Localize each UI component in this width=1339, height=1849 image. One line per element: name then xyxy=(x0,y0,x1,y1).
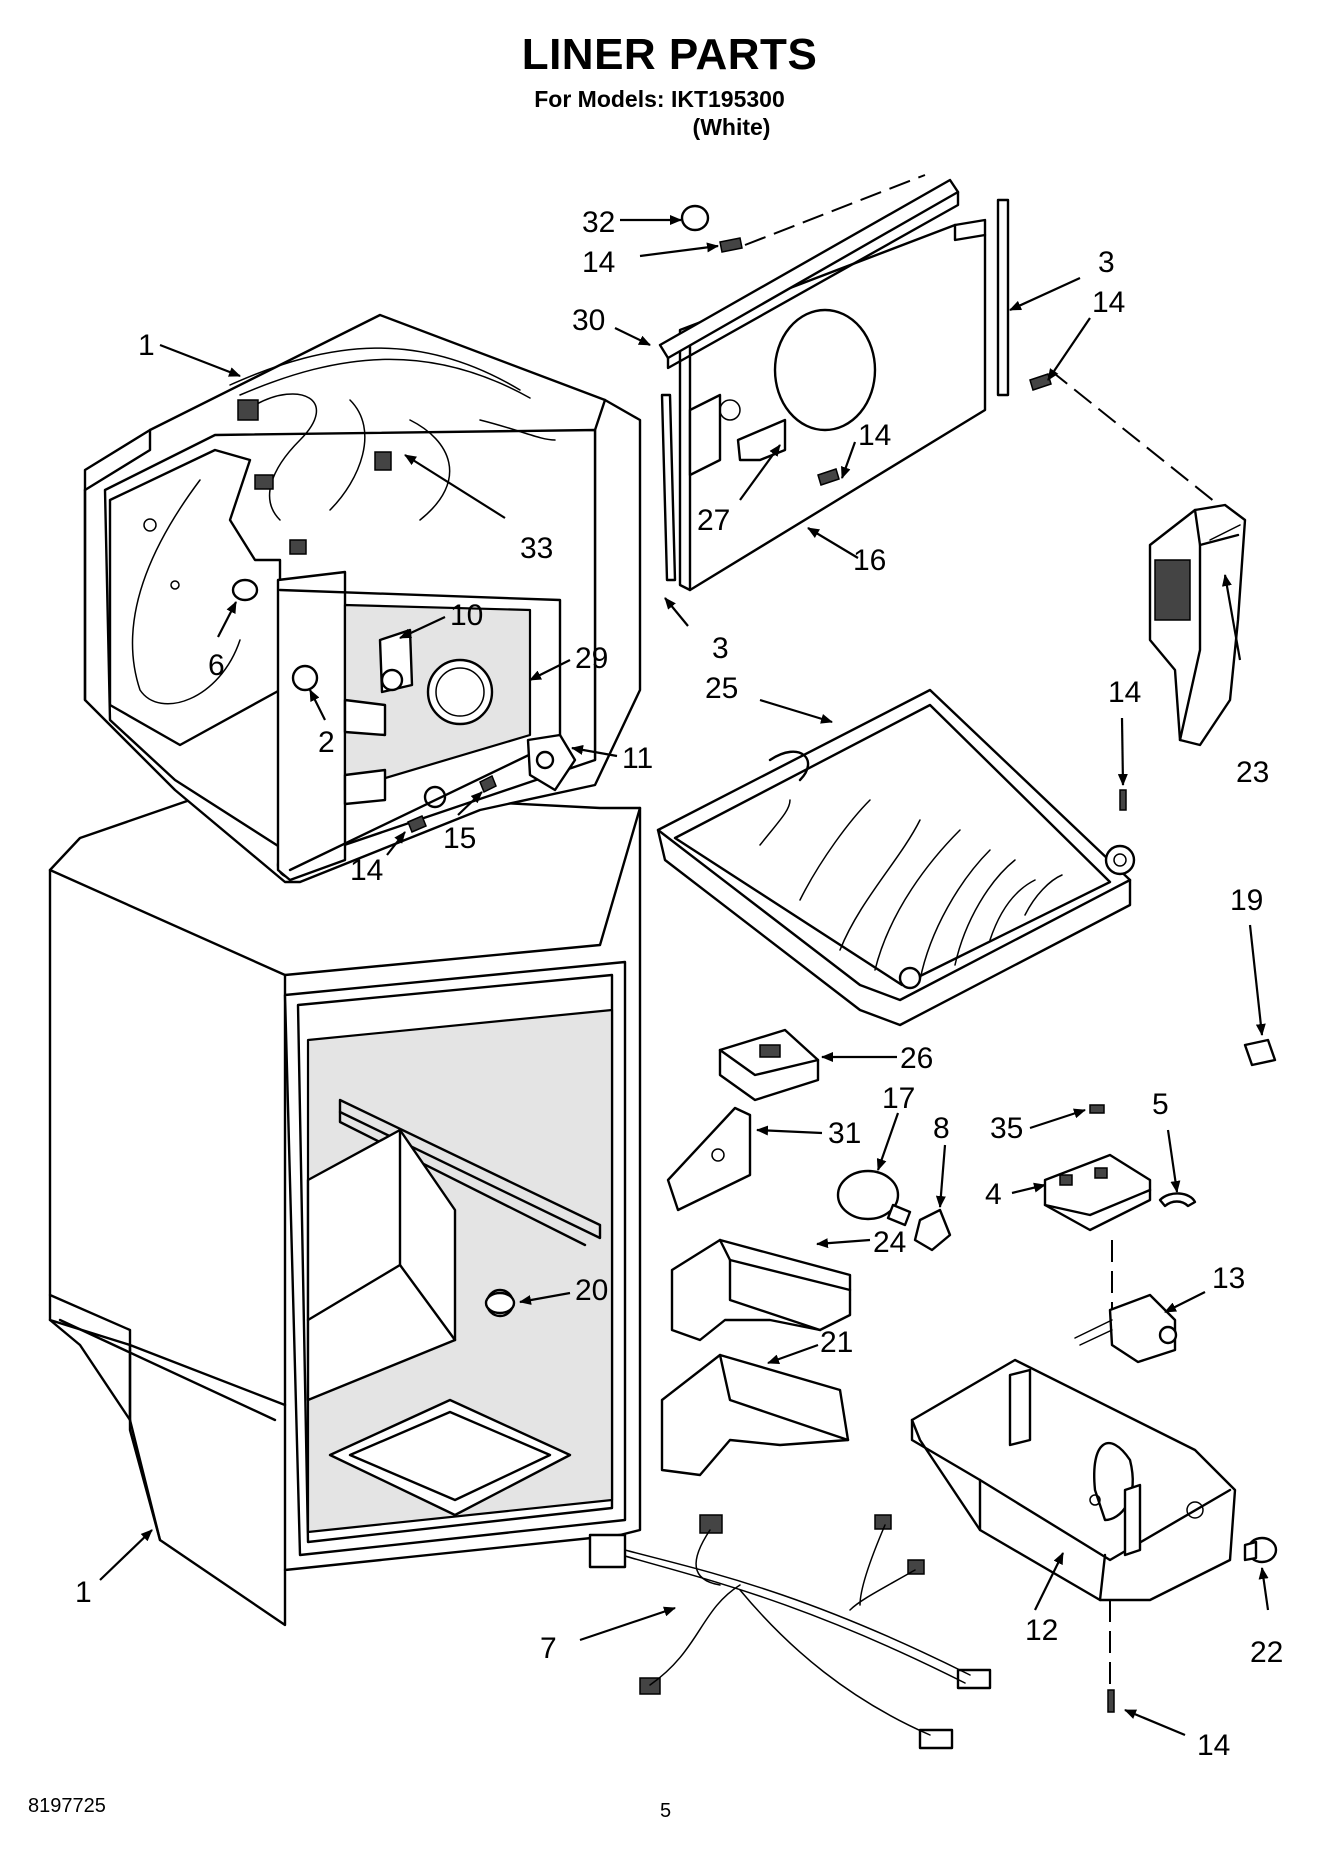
callout-3: 3 xyxy=(712,632,729,665)
callout-14: 14 xyxy=(858,419,891,452)
page-title: LINER PARTS xyxy=(521,30,818,79)
evaporator-cover xyxy=(658,178,1010,592)
small-parts xyxy=(231,204,1278,1750)
callout-26: 26 xyxy=(900,1042,933,1075)
callout-11: 11 xyxy=(622,742,653,775)
callout-6: 6 xyxy=(208,649,225,682)
callout-14: 14 xyxy=(350,854,383,887)
callout-33: 33 xyxy=(520,532,553,565)
callout-3: 3 xyxy=(1098,246,1115,279)
callout-13: 13 xyxy=(1212,1262,1245,1295)
callout-7: 7 xyxy=(540,1632,557,1665)
light-socket xyxy=(1043,1153,1197,1232)
callout-12: 12 xyxy=(1025,1614,1058,1647)
callout-29: 29 xyxy=(575,642,608,675)
callout-25: 25 xyxy=(705,672,738,705)
callout-14: 14 xyxy=(1108,676,1141,709)
air-duct xyxy=(1148,503,1247,747)
callout-19: 19 xyxy=(1230,884,1263,917)
page-number: 5 xyxy=(660,1800,672,1822)
callout-4: 4 xyxy=(985,1178,1002,1211)
assembly-lines xyxy=(744,174,1216,1685)
callout-27: 27 xyxy=(697,504,730,537)
callout-labels: 32 14 30 3 14 1 33 14 27 16 6 10 29 2 3 … xyxy=(75,206,1283,1762)
callout-14: 14 xyxy=(582,246,615,279)
color-line: (White) xyxy=(692,114,771,140)
callout-2: 2 xyxy=(318,726,335,759)
document-number: 8197725 xyxy=(28,1795,106,1817)
models-line: For Models: IKT195300 xyxy=(534,86,785,112)
callout-20: 20 xyxy=(575,1274,608,1307)
callout-21: 21 xyxy=(820,1326,853,1359)
callout-30: 30 xyxy=(572,304,605,337)
freezer-liner xyxy=(83,313,642,884)
callout-31: 31 xyxy=(828,1117,861,1150)
callout-16: 16 xyxy=(853,544,886,577)
callout-14: 14 xyxy=(1092,286,1125,319)
freezer-shelf xyxy=(656,688,1136,1027)
callout-1: 1 xyxy=(138,329,155,362)
control-housing xyxy=(910,1358,1237,1602)
thermostat xyxy=(1074,1293,1178,1364)
callout-8: 8 xyxy=(933,1112,950,1145)
callout-23: 23 xyxy=(1236,756,1269,789)
callout-17: 17 xyxy=(882,1082,915,1115)
callout-5: 5 xyxy=(1152,1088,1169,1121)
callout-10: 10 xyxy=(450,599,483,632)
callout-24: 24 xyxy=(873,1226,906,1259)
callout-1: 1 xyxy=(75,1576,92,1609)
callout-22: 22 xyxy=(1250,1636,1283,1669)
callout-14: 14 xyxy=(1197,1729,1230,1762)
callout-leaders xyxy=(99,215,1270,1737)
callout-35: 35 xyxy=(990,1112,1023,1145)
fresh-food-liner xyxy=(48,790,642,1627)
callout-15: 15 xyxy=(443,822,476,855)
callout-32: 32 xyxy=(582,206,615,239)
